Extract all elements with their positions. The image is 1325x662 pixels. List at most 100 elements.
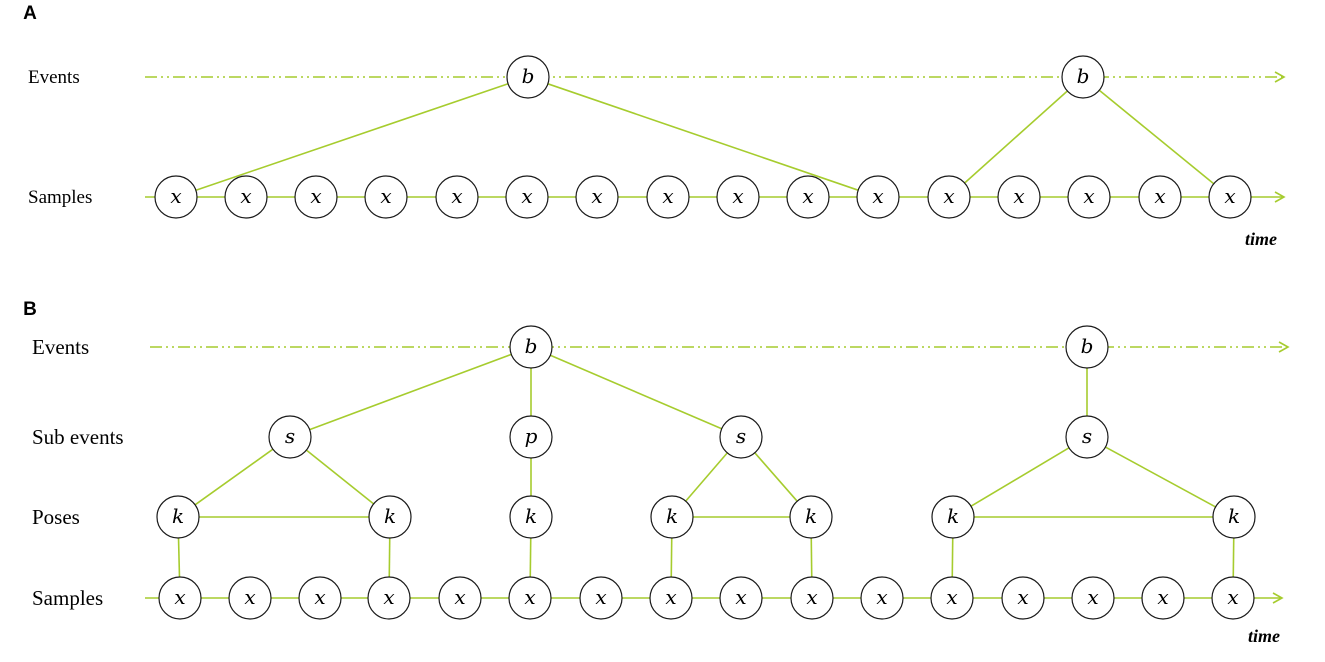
node-circle bbox=[860, 576, 904, 620]
node-circle bbox=[650, 495, 694, 539]
node-circle bbox=[156, 495, 200, 539]
node-B-k5: k bbox=[789, 495, 833, 539]
time-label-b: time bbox=[1248, 626, 1280, 646]
node-B-s3: s bbox=[1065, 415, 1109, 459]
node-symbol: x bbox=[383, 585, 394, 609]
node-A-x13: x bbox=[997, 175, 1041, 219]
edge-B-b1-B-s1 bbox=[309, 353, 512, 431]
arrowhead-a-samples bbox=[1274, 191, 1286, 203]
node-symbol: x bbox=[662, 184, 673, 208]
node-A-b2: b bbox=[1061, 55, 1105, 99]
node-symbol: s bbox=[1082, 424, 1092, 448]
panel-letter-b: B bbox=[23, 299, 37, 320]
node-circle bbox=[789, 495, 833, 539]
edge-A-b1-A-x1 bbox=[195, 83, 509, 191]
node-B-x8: x bbox=[649, 576, 693, 620]
node-B-s2: s bbox=[719, 415, 763, 459]
node-A-x1: x bbox=[154, 175, 198, 219]
node-B-k4: k bbox=[650, 495, 694, 539]
node-circle bbox=[294, 175, 338, 219]
node-B-k7: k bbox=[1212, 495, 1256, 539]
edge-B-s2-B-k5 bbox=[754, 452, 798, 502]
node-symbol: x bbox=[314, 585, 325, 609]
node-symbol: x bbox=[454, 585, 465, 609]
node-A-x15: x bbox=[1138, 175, 1182, 219]
edge-A-b2-A-x16 bbox=[1098, 89, 1215, 185]
arrowhead-b-events bbox=[1278, 341, 1290, 353]
node-circle bbox=[228, 576, 272, 620]
node-circle bbox=[931, 495, 975, 539]
node-symbol: x bbox=[380, 184, 391, 208]
node-circle bbox=[368, 495, 412, 539]
node-B-x5: x bbox=[438, 576, 482, 620]
node-circle bbox=[579, 576, 623, 620]
row-label-b-events: Events bbox=[32, 335, 89, 359]
node-B-x11: x bbox=[860, 576, 904, 620]
node-B-x12: x bbox=[930, 576, 974, 620]
time-label-a: time bbox=[1245, 229, 1277, 249]
node-circle bbox=[509, 325, 553, 369]
row-label-a-samples: Samples bbox=[28, 187, 92, 208]
node-circle bbox=[154, 175, 198, 219]
node-circle bbox=[1067, 175, 1111, 219]
node-B-p1: p bbox=[509, 415, 553, 459]
node-B-k6: k bbox=[931, 495, 975, 539]
edge-B-b1-B-s2 bbox=[549, 354, 723, 430]
node-symbol: x bbox=[595, 585, 606, 609]
node-symbol: k bbox=[666, 504, 678, 528]
node-circle bbox=[298, 576, 342, 620]
node-B-b1: b bbox=[509, 325, 553, 369]
node-symbol: s bbox=[285, 424, 295, 448]
node-A-x14: x bbox=[1067, 175, 1111, 219]
axes-layer bbox=[145, 71, 1290, 604]
node-circle bbox=[1065, 325, 1109, 369]
node-A-x2: x bbox=[224, 175, 268, 219]
node-circle bbox=[268, 415, 312, 459]
node-symbol: b bbox=[525, 334, 538, 358]
node-A-x4: x bbox=[364, 175, 408, 219]
node-A-x6: x bbox=[505, 175, 549, 219]
node-circle bbox=[786, 175, 830, 219]
edge-B-s3-B-k6 bbox=[970, 447, 1070, 507]
node-circle bbox=[716, 175, 760, 219]
node-circle bbox=[575, 175, 619, 219]
node-symbol: b bbox=[1077, 64, 1090, 88]
edge-B-s2-B-k4 bbox=[685, 452, 728, 502]
node-symbol: x bbox=[802, 184, 813, 208]
node-symbol: x bbox=[524, 585, 535, 609]
node-circle bbox=[997, 175, 1041, 219]
panel-letter-a: A bbox=[23, 3, 37, 24]
node-circle bbox=[1061, 55, 1105, 99]
edges-layer bbox=[177, 83, 1235, 578]
edge-B-k1-B-x1 bbox=[177, 537, 181, 578]
node-A-x16: x bbox=[1208, 175, 1252, 219]
node-symbol: b bbox=[522, 64, 535, 88]
node-B-x1: x bbox=[158, 576, 202, 620]
node-A-x8: x bbox=[646, 175, 690, 219]
node-circle bbox=[1212, 495, 1256, 539]
node-symbol: x bbox=[806, 585, 817, 609]
node-B-s1: s bbox=[268, 415, 312, 459]
node-B-b2: b bbox=[1065, 325, 1109, 369]
node-B-x3: x bbox=[298, 576, 342, 620]
edge-A-b2-A-x12 bbox=[964, 90, 1068, 184]
arrowhead-b-samples bbox=[1272, 592, 1284, 604]
node-A-b1: b bbox=[506, 55, 550, 99]
node-symbol: k bbox=[172, 504, 184, 528]
node-circle bbox=[506, 55, 550, 99]
node-circle bbox=[719, 576, 763, 620]
node-B-x7: x bbox=[579, 576, 623, 620]
node-B-x4: x bbox=[367, 576, 411, 620]
node-symbol: x bbox=[174, 585, 185, 609]
node-symbol: x bbox=[732, 184, 743, 208]
node-circle bbox=[1208, 175, 1252, 219]
node-B-x6: x bbox=[508, 576, 552, 620]
edge-B-s1-B-k1 bbox=[194, 448, 274, 506]
node-A-x11: x bbox=[856, 175, 900, 219]
node-symbol: x bbox=[876, 585, 887, 609]
node-symbol: x bbox=[1087, 585, 1098, 609]
node-symbol: x bbox=[735, 585, 746, 609]
